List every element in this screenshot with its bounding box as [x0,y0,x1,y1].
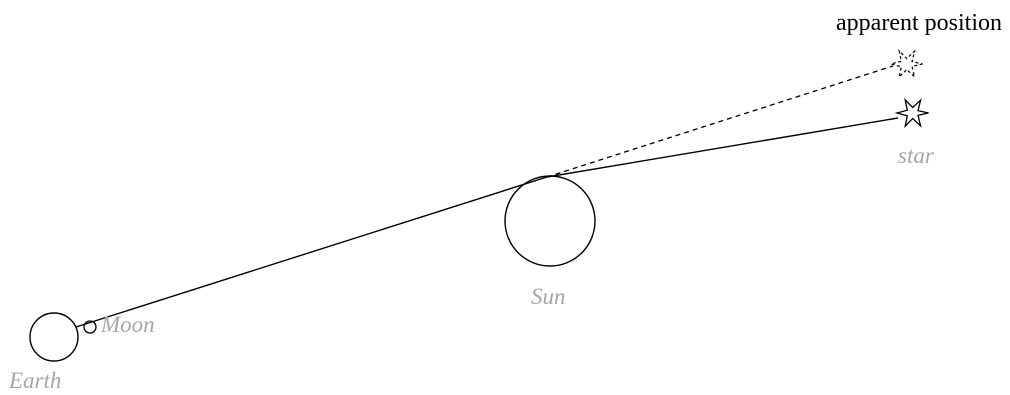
apparent-star-icon [888,49,923,79]
light-ray-sun-to-earth [75,176,548,328]
star-icon [894,97,929,129]
apparent-position-label: apparent position [836,10,1002,36]
moon-label: Moon [100,312,155,337]
apparent-direction-dashed-line [546,65,894,178]
light-ray-star-to-sun [546,117,899,178]
earth-label: Earth [8,368,61,393]
sun-circle [504,175,596,267]
moon-circle [83,320,97,334]
star-label: star [898,143,935,168]
sun-label: Sun [531,284,566,309]
earth-circle [29,312,79,362]
